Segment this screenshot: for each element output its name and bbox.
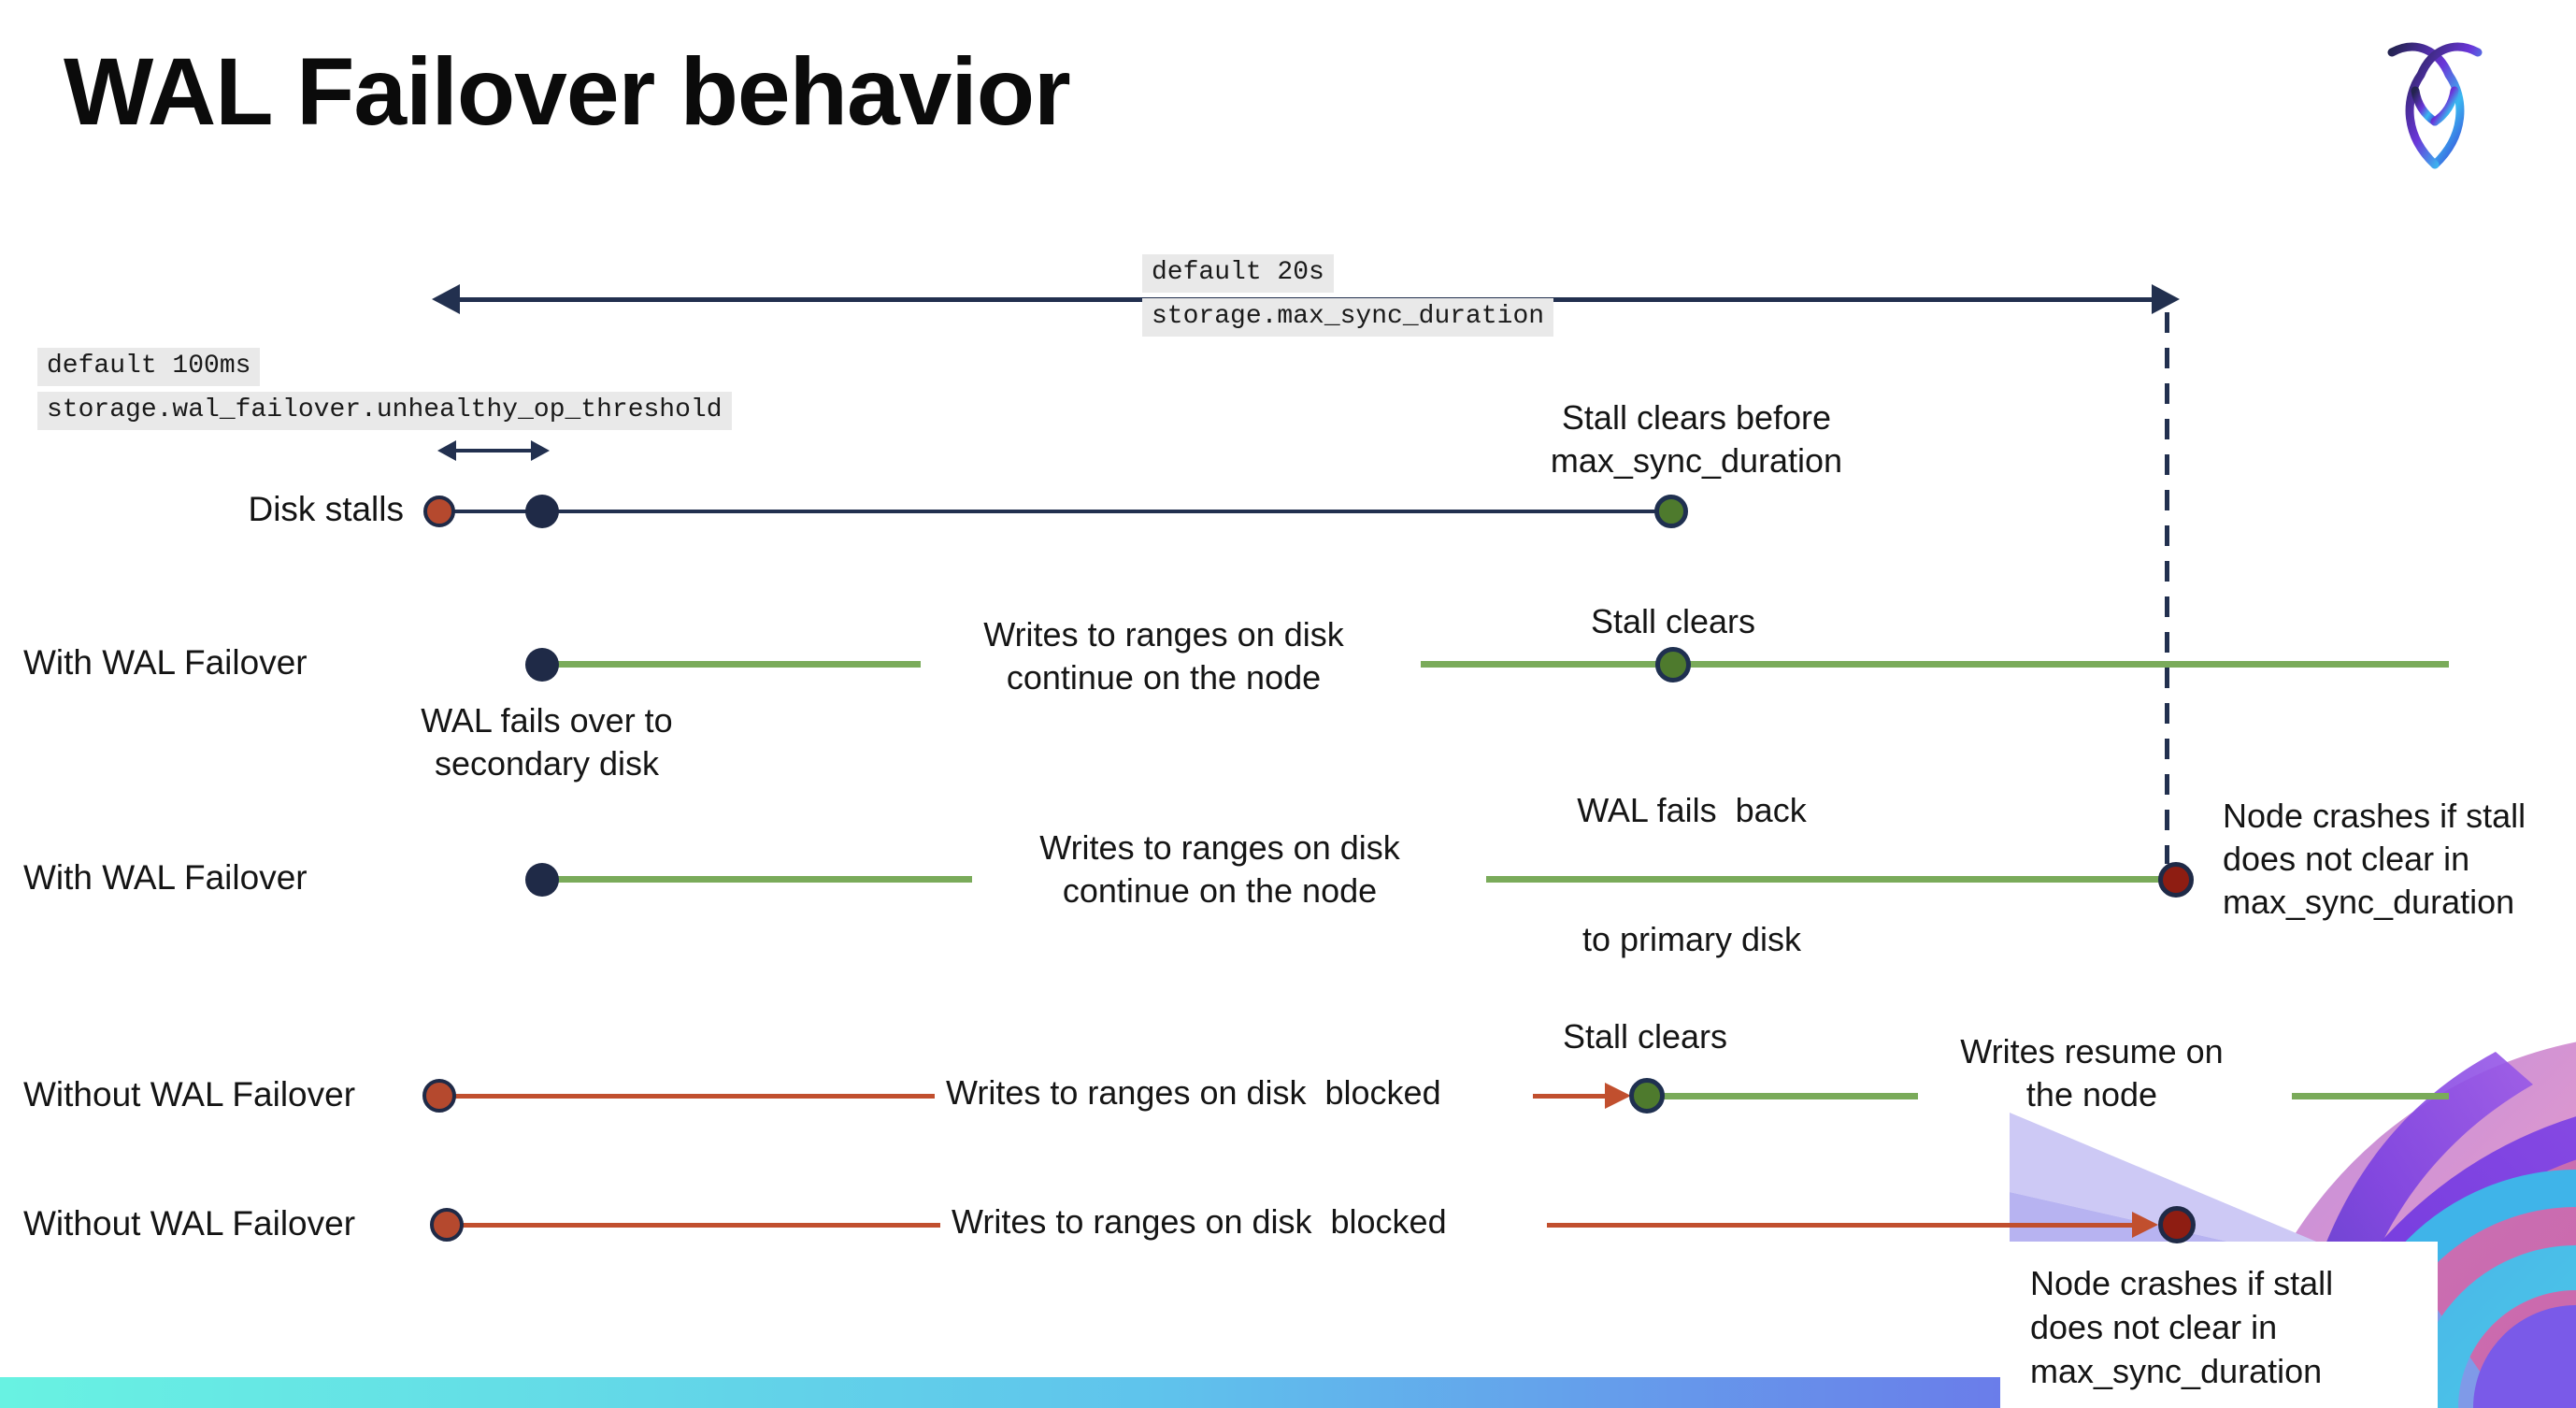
row2-fails-back-annotation: WAL fails back to primary disk [1577,791,1807,959]
row3-timeline-b [1486,876,2165,883]
cockroachdb-logo-icon [2387,42,2483,169]
row5-timeline-blocked-b [1547,1223,2134,1228]
max-sync-deadline-dashed-line [2165,312,2169,864]
row4-red-arrowhead-icon [1605,1083,1631,1109]
row5-writes-blocked-annotation: Writes to ranges on disk blocked [952,1202,1447,1241]
row3-crash-dot [2158,862,2194,898]
row5-label: Without WAL Failover [23,1204,356,1243]
row2-stall-clears-dot [1655,647,1691,682]
row3-node-crashes-annotation: Node crashes if stall does not clear in … [2223,797,2526,922]
row2-failover-annotation: WAL fails over to secondary disk [421,701,673,783]
row1-failover-threshold-dot [525,495,559,528]
row5-stall-start-dot [430,1208,464,1242]
row2-label: With WAL Failover [23,643,308,682]
max-sync-duration-label: default 20s storage.max_sync_duration [1142,254,1554,342]
row4-stall-start-dot [422,1079,456,1113]
row4-timeline-resume-a [1664,1093,1918,1099]
row3-failover-dot [525,863,559,897]
row1-stall-start-dot [423,496,455,527]
row5-crash-dot [2158,1206,2196,1243]
threshold-setting-name: storage.wal_failover.unhealthy_op_thresh… [37,392,732,430]
max-sync-default-value: default 20s [1142,254,1334,293]
row1-timeline [439,510,1671,513]
threshold-default-value: default 100ms [37,348,261,386]
row4-timeline-blocked-b [1533,1094,1608,1099]
row2-timeline-a [551,661,921,668]
row4-label: Without WAL Failover [23,1075,356,1113]
row5-node-crashes-annotation: Node crashes if stall does not clear in … [2030,1264,2334,1390]
row4-stall-clears-dot [1629,1078,1665,1113]
unhealthy-op-threshold-label: default 100ms storage.wal_failover.unhea… [37,348,732,436]
row1-label: Disk stalls [248,490,404,528]
arrowhead-right-icon [2152,284,2180,314]
row5-red-arrowhead-icon [2132,1212,2158,1238]
small-arrowhead-right-icon [531,440,550,461]
max-sync-setting-name: storage.max_sync_duration [1142,298,1554,337]
row3-label: With WAL Failover [23,858,308,897]
row4-timeline-blocked-a [454,1094,935,1099]
row3-writes-continue-annotation: Writes to ranges on disk continue on the… [1039,828,1400,911]
row1-stall-clears-annotation: Stall clears before max_sync_duration [1550,398,1843,481]
row4-timeline-resume-b [2292,1093,2449,1099]
row4-writes-blocked-annotation: Writes to ranges on disk blocked [946,1073,1441,1112]
page-title: WAL Failover behavior [64,38,1071,145]
small-arrowhead-left-icon [437,440,456,461]
row4-writes-resume-annotation: Writes resume on the node [1960,1032,2224,1114]
threshold-span-line [452,449,535,453]
row2-writes-continue-annotation: Writes to ranges on disk continue on the… [983,615,1344,697]
row2-timeline-b [1421,661,2449,668]
row1-stall-clears-dot [1654,495,1688,528]
arrowhead-left-icon [432,284,460,314]
row5-timeline-blocked-a [462,1223,940,1228]
row3-timeline-a [551,876,972,883]
row4-stall-clears-annotation: Stall clears [1562,1017,1728,1056]
row2-failover-dot [525,648,559,682]
row5-node-crashes-box: Node crashes if stall does not clear in … [2000,1242,2438,1408]
row2-stall-clears-annotation: Stall clears [1590,602,1756,640]
